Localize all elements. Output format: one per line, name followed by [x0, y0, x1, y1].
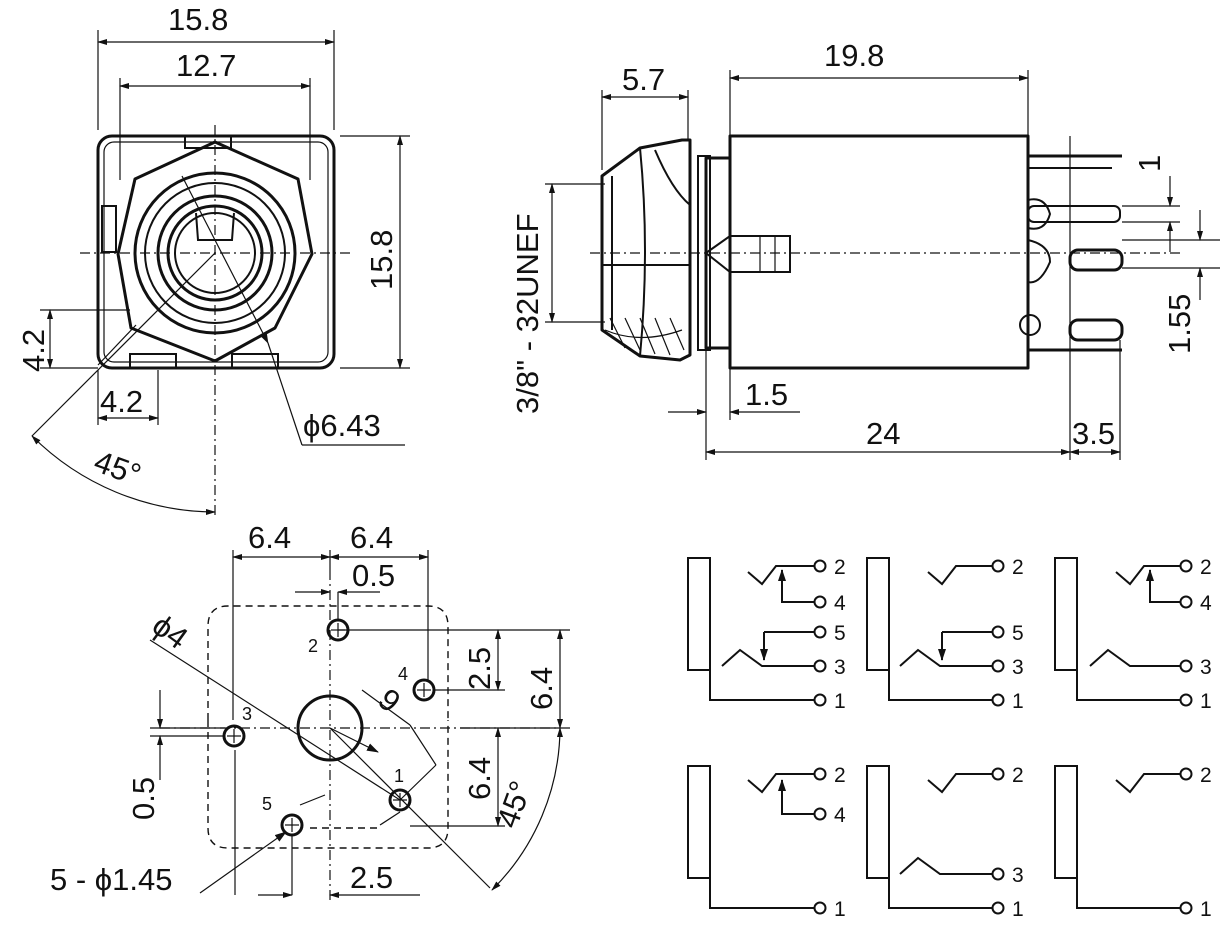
- schematic-1: 2 4 5 3 1: [687, 556, 846, 713]
- s3-pin-2: 2: [1200, 556, 1212, 579]
- pcb-layout: 2 4 3 1 5 ϕ4 9 45° 6.4 6.4 0.: [50, 520, 570, 900]
- schematic-2: 2 5 3 1: [866, 556, 1024, 713]
- s2-pin-2: 2: [1012, 556, 1024, 579]
- diameter-label: ϕ6.43: [303, 408, 381, 443]
- schematic-4: 2 4 1: [687, 764, 846, 921]
- s1-pin-2: 2: [834, 556, 846, 579]
- pin-width-label: 1: [1132, 155, 1167, 172]
- height-label: 15.8: [364, 230, 399, 290]
- schematic-3: 2 4 3 1: [1054, 556, 1212, 713]
- flange-label: 1.5: [745, 377, 788, 412]
- bottom-offset-label: 2.5: [350, 860, 393, 895]
- s5-pin-3: 3: [1012, 864, 1024, 887]
- front-view: ϕ6.43 15.8 12.7 15.8 4.2 4.2 45°: [16, 2, 410, 515]
- width-outer-label: 15.8: [168, 2, 228, 37]
- radius-label: 9: [372, 682, 408, 720]
- s2-pin-3: 3: [1012, 656, 1024, 679]
- side-view: 5.7 19.8 3/8" - 32UNEF 1 1.55 1.5 24: [510, 38, 1220, 460]
- s1-pin-1: 1: [834, 690, 846, 713]
- schematic-5: 2 3 1: [866, 764, 1024, 921]
- s1-pin-4: 4: [834, 592, 846, 615]
- s1-pin-3: 3: [834, 656, 846, 679]
- schematics: 2 4 5 3 1 2 5 3 1: [687, 556, 1212, 921]
- offset-bottom-label: 4.2: [100, 384, 143, 419]
- body-length-label: 19.8: [824, 38, 884, 73]
- left-half-label: 6.4: [248, 520, 291, 555]
- nut-length-label: 5.7: [622, 62, 665, 97]
- s3-pin-1: 1: [1200, 690, 1212, 713]
- angle-label: 45°: [90, 444, 146, 493]
- height-upper-label: 6.4: [524, 667, 559, 710]
- pin3-offset-label: 0.5: [126, 777, 161, 820]
- s6-pin-1: 1: [1200, 898, 1212, 921]
- s5-pin-2: 2: [1012, 764, 1024, 787]
- height-lower-label: 6.4: [462, 757, 497, 800]
- pin-1-label: 1: [394, 766, 404, 786]
- pin-offset-label: 3.5: [1072, 416, 1115, 451]
- center-diameter-label: ϕ4: [146, 607, 195, 656]
- pin-spacing-label: 1.55: [1162, 294, 1197, 354]
- pin4-offset-label: 2.5: [462, 647, 497, 690]
- s4-pin-4: 4: [834, 804, 846, 827]
- pin-5-label: 5: [262, 794, 272, 814]
- pin-3-label: 3: [242, 704, 252, 724]
- s6-pin-2: 2: [1200, 764, 1212, 787]
- s2-pin-5: 5: [1012, 622, 1024, 645]
- thread-label: 3/8" - 32UNEF: [510, 213, 545, 414]
- s4-pin-1: 1: [834, 898, 846, 921]
- offset-left-label: 4.2: [16, 329, 51, 372]
- right-half-label: 6.4: [350, 520, 393, 555]
- holes-label: 5 - ϕ1.45: [50, 862, 173, 897]
- s5-pin-1: 1: [1012, 898, 1024, 921]
- schematic-6: 2 1: [1054, 764, 1212, 921]
- width-inner-label: 12.7: [176, 48, 236, 83]
- s2-pin-1: 1: [1012, 690, 1024, 713]
- s4-pin-2: 2: [834, 764, 846, 787]
- pcb-angle-label: 45°: [490, 776, 539, 832]
- s3-pin-4: 4: [1200, 592, 1212, 615]
- total-length-label: 24: [866, 416, 900, 451]
- pin2-offset-label: 0.5: [352, 558, 395, 593]
- s3-pin-3: 3: [1200, 656, 1212, 679]
- pin-2-label: 2: [308, 636, 318, 656]
- s1-pin-5: 5: [834, 622, 846, 645]
- pin-4-label: 4: [398, 664, 408, 684]
